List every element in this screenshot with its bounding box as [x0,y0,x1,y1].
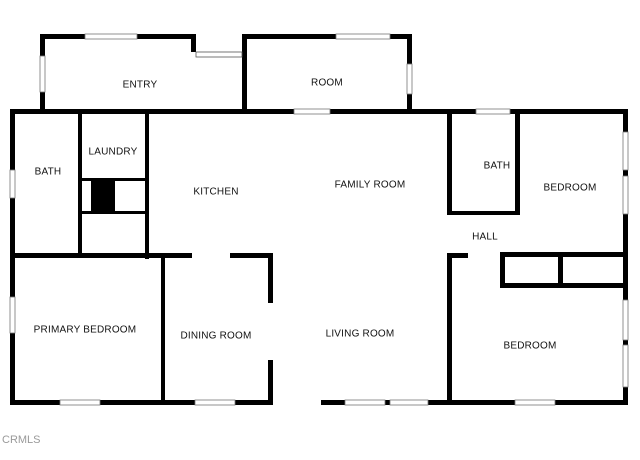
room-label-bath-right: BATH [484,161,511,172]
entry-door-frame [195,51,243,58]
wall [558,252,563,285]
wall [500,252,505,288]
room-label-room: ROOM [311,78,343,89]
doorway [273,400,321,405]
window [622,344,629,388]
wall [500,283,625,288]
window [514,399,556,406]
wall [91,181,115,211]
room-label-bath-left: BATH [35,167,62,178]
room-label-hall: HALL [472,232,498,243]
room-label-primary-bedroom: PRIMARY BEDROOM [34,325,137,336]
doorway [196,34,242,52]
room-label-laundry: LAUNDRY [88,147,137,158]
window [9,296,16,334]
wall [161,258,165,402]
wall [447,112,452,214]
window [344,399,386,406]
room-label-dining-room: DINING ROOM [180,331,251,342]
doorways [196,34,321,405]
room-label-entry: ENTRY [123,80,158,91]
wall [242,34,247,112]
watermark: CRMLS [2,434,41,446]
doorway [196,52,242,57]
windows [9,33,629,406]
room-label-bedroom-bottom: BEDROOM [503,341,556,352]
window [622,299,629,341]
room-label-kitchen: KITCHEN [193,187,238,198]
wall [145,112,149,259]
window [335,33,391,40]
wall [452,253,468,258]
window [622,175,629,215]
wall [447,253,452,403]
window [475,108,511,115]
window [9,169,16,199]
wall [191,34,196,52]
wall [12,253,192,258]
window [194,399,236,406]
room-labels: ENTRY ROOM BATH LAUNDRY KITCHEN FAMILY R… [34,78,597,352]
room-label-bedroom-top: BEDROOM [543,183,596,194]
room-label-living-room: LIVING ROOM [326,329,395,340]
wall [515,112,520,215]
wall [82,211,146,214]
window [622,131,629,171]
wall [242,34,412,39]
wall [268,253,273,303]
window [406,63,413,95]
room-label-family-room: FAMILY ROOM [335,180,406,191]
window [293,108,331,115]
window [84,33,138,40]
wall [623,109,628,405]
wall [78,112,82,256]
wall [268,360,273,402]
wall [82,178,146,181]
window [389,399,429,406]
window [59,399,101,406]
wall [447,211,517,215]
window [39,55,46,93]
wall [230,253,273,258]
